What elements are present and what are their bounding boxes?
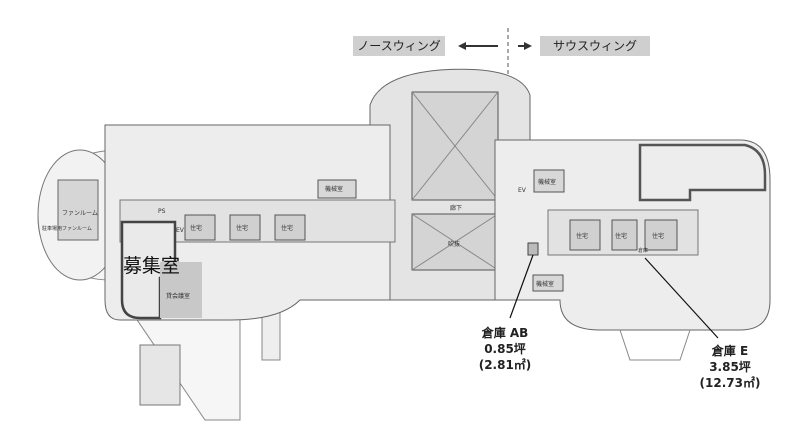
arrow-right-icon xyxy=(518,42,532,50)
atrium-label: 吹抜 xyxy=(448,240,460,248)
unit-label: 住宅 xyxy=(615,232,627,240)
unit-label: 住宅 xyxy=(281,224,293,232)
storage-ab-leader xyxy=(509,254,534,319)
unit-label: 住宅 xyxy=(190,224,202,232)
storage-e-sqm: (12.73㎡) xyxy=(699,376,761,390)
storage-ab-tsubo: 0.85坪 xyxy=(484,342,526,356)
storage-e-label: 倉庫 xyxy=(638,247,648,254)
storage-ab-name: 倉庫 AB xyxy=(481,326,529,340)
storage-e-callout: 倉庫 E 3.85坪 (12.73㎡) xyxy=(690,343,770,391)
storage-ab-sqm: (2.81㎡) xyxy=(478,358,532,372)
unit-label: 住宅 xyxy=(652,232,664,240)
arrow-left-icon xyxy=(458,42,498,50)
storage-ab-callout: 倉庫 AB 0.85坪 (2.81㎡) xyxy=(470,325,540,373)
machine-room-label: 機械室 xyxy=(536,280,554,288)
fan-room-label: ファンルーム xyxy=(62,210,98,217)
storage-e-leader xyxy=(644,257,719,339)
ev-label: EV xyxy=(176,227,185,234)
unit-label: 住宅 xyxy=(576,232,588,240)
south-wing-label: サウスウィング xyxy=(540,36,650,56)
north-wing-label: ノースウィング xyxy=(353,36,445,56)
machine-room-label: 機械室 xyxy=(538,178,556,186)
corridor-label: 廊下 xyxy=(450,204,462,212)
storage-e-tsubo: 3.85坪 xyxy=(709,360,751,374)
parking-fan-room-label: 駐車場用ファンルーム xyxy=(42,225,92,232)
unit-label: 住宅 xyxy=(236,224,248,232)
machine-room-label: 機械室 xyxy=(325,185,343,193)
rental-meeting-room-label: 貸会議室 xyxy=(166,292,190,300)
ev-label: EV xyxy=(518,187,527,194)
ps-label: PS xyxy=(158,208,166,215)
recruit-room-label: 募集室 xyxy=(123,255,180,277)
storage-e-name: 倉庫 E xyxy=(711,344,749,358)
